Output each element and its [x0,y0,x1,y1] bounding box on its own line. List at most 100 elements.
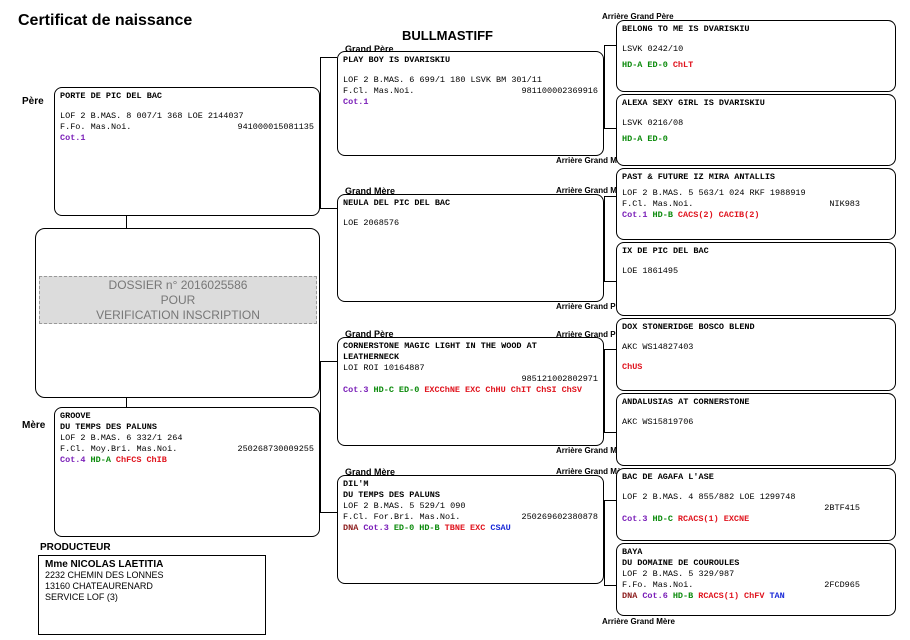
title-tag: ChSI [536,385,557,396]
ggp-name: IX DE PIC DEL BAC [622,246,709,256]
ggp-registration: LSVK 0242/10 [622,44,684,55]
label-grand-mere: Grand Mère [345,467,396,477]
gp-name: PLAY BOY IS DVARISKIU [343,55,451,65]
producer-address-1: 2232 CHEMIN DES LONNES [45,570,164,580]
title-tag: Cot.1 [343,97,369,108]
title-tag: HD-B [652,210,673,221]
title-tag: EXC [465,385,481,396]
label-grand-pere: Grand Père [345,44,394,54]
label-arriere-grand-pere: Arrière Grand Père [556,302,628,311]
title-tag: DNA [622,591,638,602]
title-tag: Cot.3 [622,514,648,525]
title-tag: EXC [470,523,486,534]
gp-name: NEULA DEL PIC DEL BAC [343,198,451,208]
title-tag: ChFV [744,591,765,602]
title-tag: ChLT [672,60,694,71]
gp-id: 985121002802971 [521,374,598,385]
producer-address-3: SERVICE LOF (3) [45,592,118,602]
ggp-name: DOX STONERIDGE BOSCO BLEND [622,322,755,332]
ggp-box-3: PAST & FUTURE IZ MIRA ANTALLIS LOF 2 B.M… [616,168,896,240]
ggp-registration: LOE 1861495 [622,266,679,277]
ggp-registration: LOF 2 B.MAS. 4 855/882 LOE 1299748 [622,492,796,503]
ggp-id: NIK983 [829,199,860,210]
gp-name: CORNERSTONE MAGIC LIGHT IN THE WOOD AT [343,341,537,351]
dossier-box: DOSSIER n° 2016025586 POUR VERIFICATION … [35,228,320,398]
gp-description: F.Cl. For.Bri. Mas.Noi. [343,512,461,523]
title-tag: HD-C [652,514,673,525]
label-mere: Mère [22,420,46,431]
label-arriere-grand-mere: Arrière Grand Mère [556,467,629,476]
gp-id: 981100002369916 [521,86,598,97]
ggp-description: F.Cl. Mas.Noi. [622,199,694,210]
sire-registration: LOF 2 B.MAS. 8 007/1 368 LOE 2144037 [60,111,244,122]
dam-description: F.Cl. Moy.Bri. Mas.Noi. [60,444,178,455]
title-tag: HD-C [373,385,394,396]
dossier-verification: VERIFICATION INSCRIPTION [96,308,260,322]
title-tag: TBNE [444,523,466,534]
title-tag: Cot.1 [622,210,648,221]
ggp-description: F.Fo. Mas.Noi. [622,580,694,591]
ggp-box-5: DOX STONERIDGE BOSCO BLEND AKC WS1482740… [616,318,896,391]
title-tag: HD-B [672,591,694,602]
title-tag: ChSV [561,385,582,396]
title-tag: ChHU [485,385,506,396]
granddam-paternal-box: NEULA DEL PIC DEL BAC LOE 2068576 [337,194,604,302]
ggp-registration: LOF 2 B.MAS. 5 329/987 [622,569,735,580]
document-title: Certificat de naissance [18,12,193,29]
dossier-stamp: DOSSIER n° 2016025586 POUR VERIFICATION … [39,276,317,324]
title-tag: Cot.4 [60,455,86,466]
ggp-box-1: BELONG TO ME IS DVARISKIU LSVK 0242/10 H… [616,20,896,92]
producer-name: Mme NICOLAS LAETITIA [45,559,164,570]
gp-registration: LOE 2068576 [343,218,400,229]
gp-tags: Cot.1 [343,97,598,108]
ggp-name: BELONG TO ME IS DVARISKIU [622,24,750,34]
title-tag: ChIB [146,455,167,466]
producer-label: PRODUCTEUR [40,542,111,553]
gp-name: DIL'M [343,479,369,489]
label-arriere-grand-mere: Arrière Grand Mère [556,186,629,195]
title-tag: RCACS(1) [677,514,719,525]
title-tag: ED-0 [398,385,420,396]
gp-registration: LOF 2 B.MAS. 6 699/1 180 LSVK BM 301/11 [343,75,542,86]
title-tag: DNA [343,523,359,534]
gp-registration: LOF 2 B.MAS. 5 529/1 090 [343,501,466,512]
breed-name: BULLMASTIFF [402,28,493,43]
label-arriere-grand-mere: Arrière Grand Mère [556,156,629,165]
gp-description: F.Cl. Mas.Noi. [343,86,415,97]
label-pere: Père [22,96,44,107]
title-tag: ED-0 [393,523,415,534]
label-grand-mere: Grand Mère [345,186,396,196]
grandsire-maternal-box: CORNERSTONE MAGIC LIGHT IN THE WOOD AT L… [337,337,604,446]
ggp-name-line2: DU DOMAINE DE COUROULES [622,558,740,569]
ggp-name: BAC DE AGAFA L'ASE [622,472,714,482]
ggp-box-6: ANDALUSIAS AT CORNERSTONE AKC WS15819706 [616,393,896,466]
dam-id: 250268730009255 [237,444,314,455]
label-arriere-grand-mere: Arrière Grand Mère [602,617,675,626]
title-tag: TAN [769,591,785,602]
ggp-registration: AKC WS14827403 [622,342,694,353]
ggp-id: 2BTF415 [824,503,860,514]
dossier-pour: POUR [160,293,196,307]
title-tag: HD-B [419,523,440,534]
producer-box: Mme NICOLAS LAETITIA 2232 CHEMIN DES LON… [38,555,266,635]
label-arriere-grand-pere: Arrière Grand Père [602,12,674,21]
sire-name: PORTE DE PIC DEL BAC [60,91,163,101]
grandsire-paternal-box: PLAY BOY IS DVARISKIU LOF 2 B.MAS. 6 699… [337,51,604,156]
ggp-registration: LOF 2 B.MAS. 5 563/1 024 RKF 1988919 [622,188,806,199]
sire-description: F.Fo. Mas.Noi. [60,122,132,133]
label-arriere-grand-mere: Arrière Grand Mère [556,446,629,455]
ggp-box-8: BAYA DU DOMAINE DE COUROULES LOF 2 B.MAS… [616,543,896,616]
sire-id: 941000015081135 [237,122,314,133]
ggp-name: ANDALUSIAS AT CORNERSTONE [622,397,750,407]
title-tag: CSAU [490,523,511,534]
title-tag: RCACS(1) [698,591,740,602]
title-tag: ED-0 [647,134,668,145]
gp-registration: LOI ROI 10164887 [343,363,425,374]
title-tag: HD-A [622,60,643,71]
